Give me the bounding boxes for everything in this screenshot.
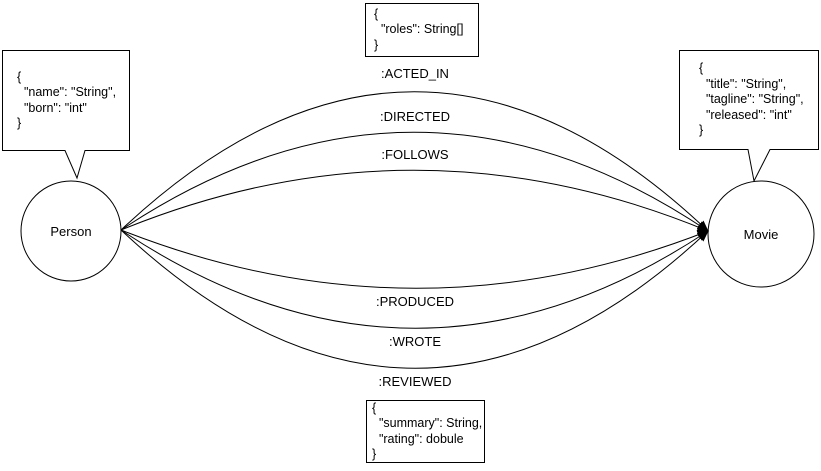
relationship-arc-produced — [120, 229, 709, 289]
person-node-circle — [20, 180, 122, 282]
relationship-arc-follows — [120, 169, 709, 232]
reviewed-properties-box — [366, 400, 485, 463]
relationship-arc-acted-in — [120, 91, 709, 232]
relationship-arc-wrote — [120, 229, 709, 329]
movie-properties-callout — [679, 50, 819, 183]
movie-node-circle — [707, 180, 815, 288]
relationship-arc-directed — [120, 131, 709, 232]
person-properties-callout — [2, 50, 130, 180]
acted-in-properties-box — [365, 3, 479, 57]
relationship-arc-reviewed — [120, 229, 709, 369]
